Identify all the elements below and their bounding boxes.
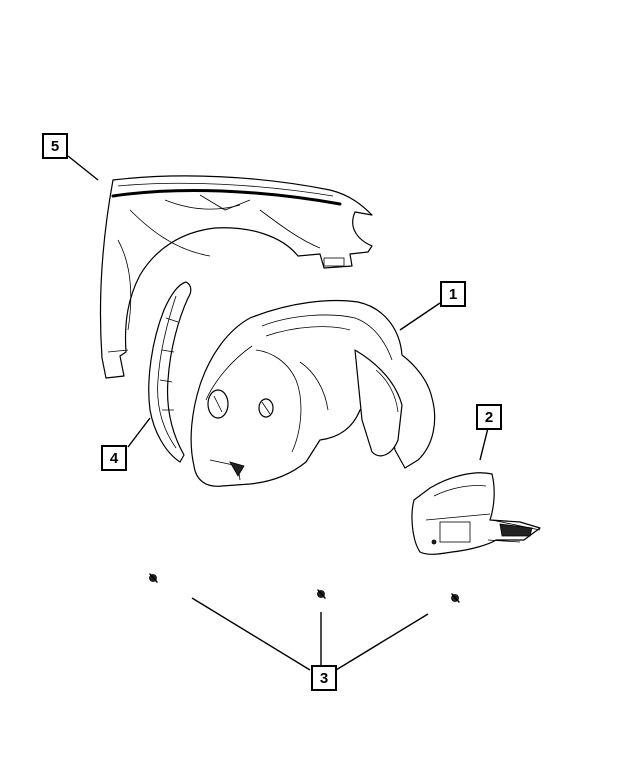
callout-label-1: 1 <box>448 285 458 303</box>
splash-shield[interactable] <box>411 472 541 555</box>
callout-4[interactable]: 4 <box>101 445 127 471</box>
callout-2[interactable]: 2 <box>476 404 502 430</box>
callout-label-4: 4 <box>109 449 119 467</box>
callout-5[interactable]: 5 <box>42 133 68 159</box>
fender-seal[interactable] <box>148 281 192 463</box>
push-pin-fasteners[interactable] <box>149 573 460 603</box>
callout-1[interactable]: 1 <box>440 281 466 307</box>
callout-label-2: 2 <box>484 408 494 426</box>
leader-lines <box>67 155 489 671</box>
push-pin-left[interactable] <box>149 573 158 583</box>
front-fender[interactable] <box>99 175 373 379</box>
wheelhouse-liner[interactable] <box>190 299 436 487</box>
callout-label-5: 5 <box>50 137 60 155</box>
push-pin-center[interactable] <box>317 589 326 599</box>
push-pin-right[interactable] <box>451 593 460 603</box>
callout-3[interactable]: 3 <box>311 665 337 691</box>
callout-label-3: 3 <box>319 669 329 687</box>
